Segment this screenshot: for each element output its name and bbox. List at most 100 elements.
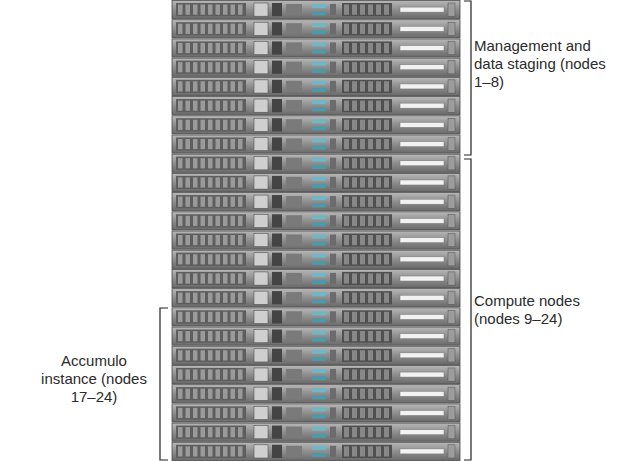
server-detail [238, 389, 243, 399]
server-detail [272, 176, 282, 189]
server-detail [223, 254, 228, 264]
server-detail [176, 445, 246, 458]
server-detail [254, 22, 268, 35]
server-detail [342, 310, 392, 323]
server-detail [223, 293, 228, 303]
server-detail [186, 158, 191, 168]
server-detail [344, 5, 349, 15]
server-detail [448, 387, 455, 400]
server-detail [186, 254, 191, 264]
server-detail [286, 292, 302, 303]
server-detail [193, 312, 198, 322]
management-bracket [464, 1, 471, 155]
server-detail [342, 330, 392, 343]
server-detail [400, 276, 444, 281]
server-detail [344, 293, 349, 303]
server-detail [344, 120, 349, 130]
server-unit [172, 250, 460, 268]
server-detail [330, 177, 336, 188]
server-detail [376, 5, 381, 15]
server-detail [208, 331, 213, 341]
server-detail [352, 216, 357, 226]
server-detail [344, 139, 349, 149]
server-detail [186, 5, 191, 15]
server-detail [312, 223, 326, 227]
server-detail [178, 81, 183, 91]
server-detail [254, 368, 268, 381]
server-detail [286, 4, 302, 15]
server-detail [178, 216, 183, 226]
server-detail [178, 235, 183, 245]
server-detail [342, 22, 392, 35]
server-detail [400, 122, 444, 127]
server-detail [186, 389, 191, 399]
server-detail [400, 410, 444, 415]
server-detail [448, 214, 455, 227]
server-detail [330, 119, 336, 130]
server-detail [352, 24, 357, 34]
server-detail [231, 235, 236, 245]
server-detail [231, 312, 236, 322]
server-detail [448, 310, 455, 323]
server-detail [448, 349, 455, 362]
server-detail [376, 139, 381, 149]
server-detail [254, 99, 268, 112]
server-detail [272, 310, 282, 323]
server-detail [238, 120, 243, 130]
server-detail [312, 146, 326, 150]
server-detail [176, 3, 246, 16]
server-detail [238, 273, 243, 283]
server-detail [186, 81, 191, 91]
server-detail [312, 4, 326, 8]
server-detail [342, 406, 392, 419]
server-detail [231, 177, 236, 187]
server-detail [312, 427, 326, 431]
server-detail [172, 58, 460, 76]
server-detail [186, 24, 191, 34]
server-detail [286, 196, 302, 207]
server-detail [176, 330, 246, 343]
server-detail [172, 212, 460, 230]
server-detail [400, 199, 444, 204]
server-detail [254, 426, 268, 439]
server-detail [352, 254, 357, 264]
server-unit [172, 212, 460, 230]
server-detail [176, 214, 246, 227]
server-detail [223, 312, 228, 322]
server-detail [352, 120, 357, 130]
server-detail [238, 216, 243, 226]
server-detail [360, 350, 365, 360]
server-detail [368, 408, 373, 418]
server-detail [238, 312, 243, 322]
server-detail [286, 350, 302, 361]
server-detail [344, 446, 349, 456]
server-detail [312, 261, 326, 265]
server-detail [254, 214, 268, 227]
server-detail [238, 24, 243, 34]
server-detail [238, 331, 243, 341]
server-detail [216, 216, 221, 226]
server-detail [312, 280, 326, 284]
server-detail [231, 331, 236, 341]
server-detail [193, 350, 198, 360]
server-detail [172, 97, 460, 115]
server-detail [368, 293, 373, 303]
group-label: Management and data staging (nodes 1–8) [474, 37, 609, 91]
server-detail [286, 388, 302, 399]
server-detail [176, 387, 246, 400]
group-label: Accumulo instance (nodes 17–24) [38, 352, 150, 406]
server-detail [172, 385, 460, 403]
server-detail [208, 120, 213, 130]
server-detail [193, 216, 198, 226]
server-detail [330, 292, 336, 303]
server-detail [384, 81, 389, 91]
server-detail [208, 235, 213, 245]
server-detail [238, 101, 243, 111]
server-detail [172, 308, 460, 326]
server-detail [330, 446, 336, 457]
server-detail [376, 273, 381, 283]
server-detail [330, 42, 336, 53]
server-detail [286, 331, 302, 342]
server-detail [254, 157, 268, 170]
server-detail [312, 369, 326, 373]
